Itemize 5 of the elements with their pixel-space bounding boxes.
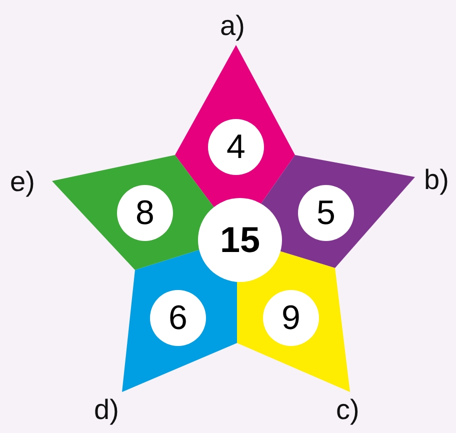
- point-label: e): [10, 168, 35, 196]
- point-label: d): [94, 396, 119, 424]
- point-label: c): [336, 396, 360, 424]
- point-label: b): [424, 166, 449, 194]
- point-label: a): [220, 12, 245, 40]
